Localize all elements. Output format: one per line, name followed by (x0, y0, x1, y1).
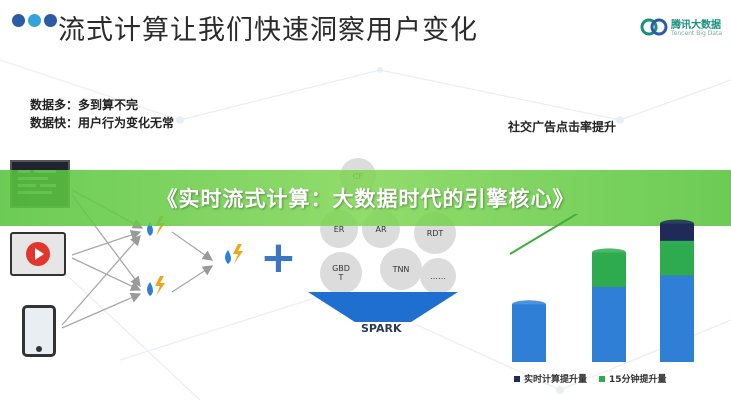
bar-segment (660, 275, 694, 362)
bar-cap (512, 300, 546, 309)
legend-label: 实时计算提升量 (524, 375, 588, 385)
bar-cap (660, 219, 694, 228)
slide-title: 流式计算让我们快速洞察用户变化 (58, 15, 478, 46)
chart-title: 社交广告点击率提升 (508, 120, 617, 134)
bar-cap (592, 248, 626, 257)
legend-swatch (599, 375, 606, 382)
algorithm-bubble: GBD T (320, 252, 362, 294)
notes: 数据多：多到算不完 数据快：用户行为变化无常 (30, 96, 174, 132)
banner-text: 《实时流式计算：大数据时代的引擎核心》 (156, 187, 575, 211)
tencent-big-data-logo: 腾讯大数据 Tencent Big Data (640, 14, 730, 44)
logo-name-cn: 腾讯大数据 (671, 20, 721, 31)
bar-segment (660, 223, 694, 241)
video-player-icon (10, 232, 66, 276)
legend-item: 实时计算提升量 (514, 372, 587, 385)
mobile-phone-icon (22, 305, 56, 357)
compute-icon (225, 244, 243, 264)
legend-swatch (514, 375, 520, 382)
dot-icon (28, 14, 41, 27)
note-line: 数据多：多到算不完 (30, 98, 139, 112)
legend-label: 15分钟提升量 (609, 375, 667, 385)
bar-segment (512, 304, 546, 362)
logo-mark-icon (640, 18, 668, 36)
chart-legend: 实时计算提升量 15分钟提升量 (514, 372, 667, 385)
dot-icon (12, 14, 25, 27)
note-line: 数据快：用户行为变化无常 (30, 116, 175, 130)
title-banner: 《实时流式计算：大数据时代的引擎核心》 (0, 170, 731, 226)
logo-name-en: Tencent Big Data (671, 30, 723, 37)
header-decoration-dots (12, 14, 57, 27)
growth-arrow (509, 214, 579, 255)
bar-segment (592, 252, 626, 287)
spark-label: SPARK (361, 322, 402, 335)
dot-icon (44, 14, 57, 27)
legend-item: 15分钟提升量 (599, 372, 667, 385)
bar-segment (592, 287, 626, 362)
algorithm-bubble: …… (420, 258, 456, 294)
bar-segment (660, 240, 694, 276)
algorithm-bubble: TNN (380, 248, 422, 290)
plus-icon: + (260, 232, 297, 283)
ctr-bar-chart (509, 214, 694, 362)
spark-funnel (308, 292, 458, 340)
compute-icon (147, 276, 165, 296)
